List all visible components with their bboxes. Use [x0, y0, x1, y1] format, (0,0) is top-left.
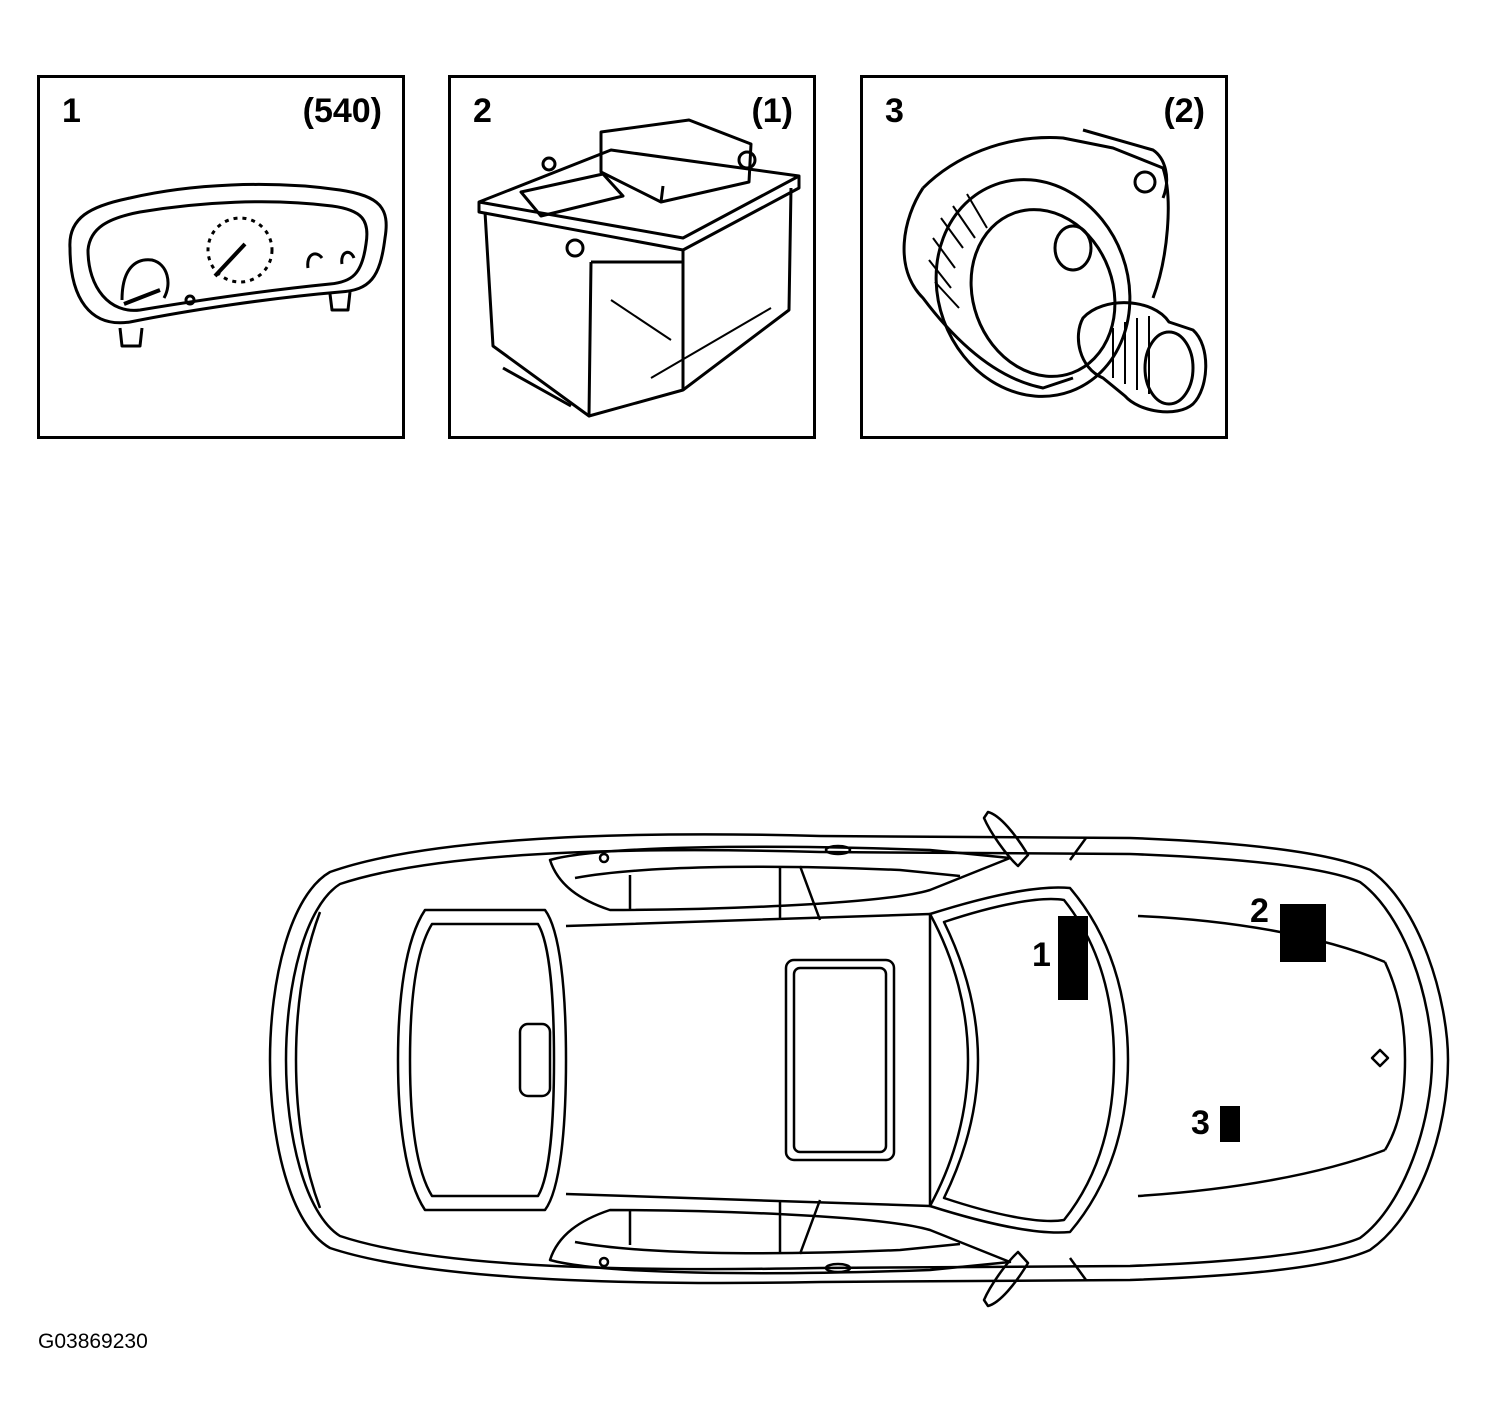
- callout-label-2: 2: [1250, 892, 1269, 930]
- figure-id: G03869230: [38, 1330, 148, 1353]
- component-number: 1: [62, 92, 81, 130]
- callout-label-3: 3: [1191, 1104, 1210, 1142]
- component-panel-2: 2 (1): [448, 75, 816, 439]
- component-number: 3: [885, 92, 904, 130]
- callout-marker-1: [1058, 916, 1088, 1000]
- instrument-cluster-icon: [68, 182, 388, 348]
- component-quantity: (2): [1163, 92, 1205, 130]
- callout-label-1: 1: [1032, 936, 1051, 974]
- callout-marker-2: [1280, 904, 1326, 962]
- component-panel-3: 3 (2): [860, 75, 1228, 439]
- callout-marker-3: [1220, 1106, 1240, 1142]
- component-number: 2: [473, 92, 492, 130]
- battery-icon: [477, 118, 801, 418]
- component-quantity: (540): [302, 92, 382, 130]
- component-panel-1: 1 (540): [37, 75, 405, 439]
- alternator-icon: [902, 128, 1208, 414]
- component-quantity: (1): [751, 92, 793, 130]
